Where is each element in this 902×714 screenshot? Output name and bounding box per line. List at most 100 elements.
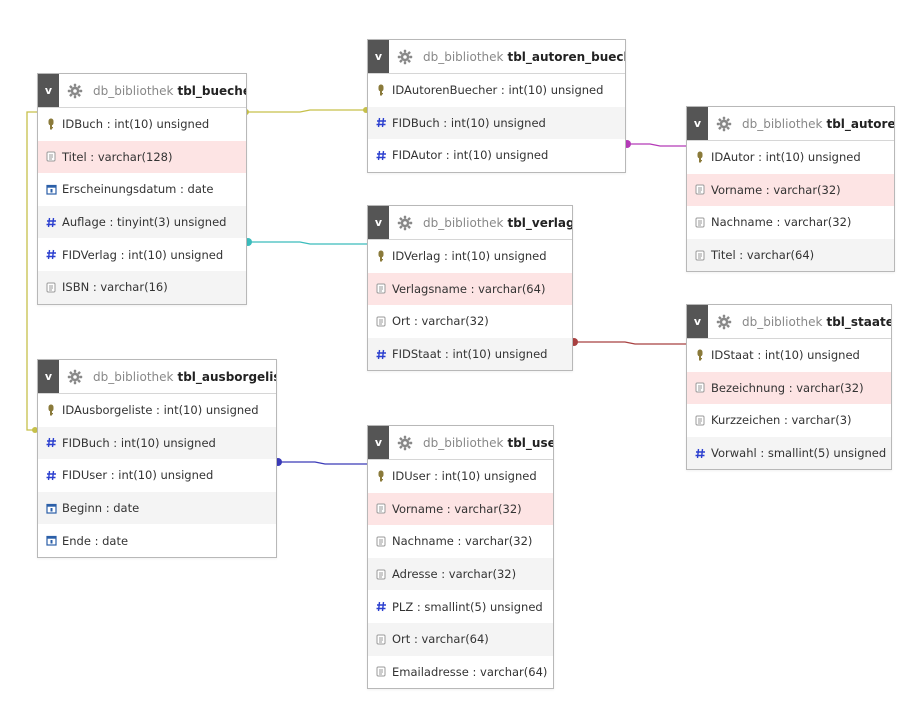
table-field-row[interactable]: Kurzzeichen : varchar(3) [687,404,891,437]
gear-icon[interactable] [395,47,415,67]
relation-buecher-verlage[interactable] [246,241,367,245]
hash-icon [45,469,57,481]
table-field-row[interactable]: Vorwahl : smallint(5) unsigned [687,436,891,470]
toggle-columns-button[interactable]: v [368,206,389,239]
gear-icon[interactable] [395,433,415,453]
field-label: IDAutorenBuecher : int(10) unsigned [392,83,604,98]
table-field-row[interactable]: Ort : varchar(64) [368,622,553,656]
database-name: db_bibliothek [93,83,174,98]
gear-icon[interactable] [395,213,415,233]
field-label: FIDBuch : int(10) unsigned [62,435,216,450]
hash-icon [45,216,57,228]
table-field-row[interactable]: FIDBuch : int(10) unsigned [368,106,625,140]
toggle-columns-button[interactable]: v [687,107,708,140]
field-label: IDBuch : int(10) unsigned [62,117,210,132]
table-field-row[interactable]: PLZ : smallint(5) unsigned [368,590,553,623]
relation-autorenbuecher-autoren[interactable] [625,143,686,147]
table-field-row[interactable]: IDUser : int(10) unsigned [368,460,553,493]
relation-ausborgeliste-user[interactable] [276,461,367,465]
gear-icon[interactable] [65,81,85,101]
table-name: tbl_staaten [826,314,891,329]
relation-buecher-autorenbuecher[interactable] [246,109,366,113]
table-field-row[interactable]: FIDUser : int(10) unsigned [38,459,276,492]
table-field-row[interactable]: Nachname : varchar(32) [368,525,553,558]
table-field-row[interactable]: Vorname : varchar(32) [368,492,553,526]
table-field-row[interactable]: Auflage : tinyint(3) unsigned [38,205,246,239]
table-field-row[interactable]: FIDBuch : int(10) unsigned [38,426,276,460]
table-field-row[interactable]: Ort : varchar(32) [368,305,572,338]
table-field-row[interactable]: Emailadresse : varchar(64) [368,656,553,689]
toggle-columns-button[interactable]: v [368,40,389,73]
field-label: Erscheinungsdatum : date [62,182,214,197]
table-field-row[interactable]: Verlagsname : varchar(64) [368,272,572,306]
table-field-row[interactable]: IDStaat : int(10) unsigned [687,339,891,372]
table-field-row[interactable]: Nachname : varchar(32) [687,206,894,239]
toggle-columns-button[interactable]: v [38,74,59,107]
field-label: Emailadresse : varchar(64) [392,664,548,679]
field-label: Nachname : varchar(32) [392,534,533,549]
table-field-row[interactable]: IDVerlag : int(10) unsigned [368,240,572,273]
table-name: tbl_buecher [177,83,246,98]
table-name: tbl_ausborgeliste [177,369,276,384]
text-field-icon [375,535,387,547]
table-field-row[interactable]: IDAutorenBuecher : int(10) unsigned [368,74,625,107]
field-label: Bezeichnung : varchar(32) [711,380,864,395]
text-field-icon [375,666,387,678]
text-field-icon [694,382,706,394]
field-label: Adresse : varchar(32) [392,567,517,582]
table-field-row[interactable]: Ende : date [38,524,276,557]
field-label: IDAutor : int(10) unsigned [711,150,861,165]
field-label: Ort : varchar(64) [392,632,489,647]
table-field-row[interactable]: Bezeichnung : varchar(32) [687,371,891,405]
table-name: tbl_autoren [826,116,894,131]
text-field-icon [45,151,57,163]
gear-icon[interactable] [714,114,734,134]
key-icon [694,349,706,361]
table-field-row[interactable]: IDAusborgeliste : int(10) unsigned [38,394,276,427]
text-field-icon [375,503,387,515]
table-field-row[interactable]: Titel : varchar(64) [687,238,894,272]
table-field-row[interactable]: FIDAutor : int(10) unsigned [368,139,625,172]
table-field-row[interactable]: Adresse : varchar(32) [368,557,553,591]
table-tbl-ausborgeliste[interactable]: v db_bibliothektbl_ausborgelisteIDAusborg… [37,359,277,558]
table-field-row[interactable]: Titel : varchar(128) [38,140,246,174]
gear-icon[interactable] [714,312,734,332]
table-field-row[interactable]: ISBN : varchar(16) [38,270,246,304]
database-name: db_bibliothek [423,215,504,230]
table-field-row[interactable]: Beginn : date [38,491,276,525]
gear-icon[interactable] [65,367,85,387]
hash-icon [375,149,387,161]
toggle-columns-button[interactable]: v [687,305,708,338]
field-label: Auflage : tinyint(3) unsigned [62,215,227,230]
table-tbl-autoren-buecher[interactable]: v db_bibliothektbl_autoren_buecherIDAutor… [367,39,626,173]
table-field-row[interactable]: FIDStaat : int(10) unsigned [368,337,572,371]
table-field-row[interactable]: IDBuch : int(10) unsigned [38,108,246,141]
toggle-columns-button[interactable]: v [368,426,389,459]
relation-verlage-staaten[interactable] [572,341,686,345]
table-field-row[interactable]: FIDVerlag : int(10) unsigned [38,238,246,271]
relation-buecher-ausborgeliste[interactable] [26,111,37,431]
table-field-row[interactable]: Vorname : varchar(32) [687,173,894,207]
field-label: FIDAutor : int(10) unsigned [392,148,549,163]
table-field-row[interactable]: IDAutor : int(10) unsigned [687,141,894,174]
table-field-row[interactable]: Erscheinungsdatum : date [38,173,246,206]
field-label: Kurzzeichen : varchar(3) [711,413,852,428]
toggle-columns-button[interactable]: v [38,360,59,393]
